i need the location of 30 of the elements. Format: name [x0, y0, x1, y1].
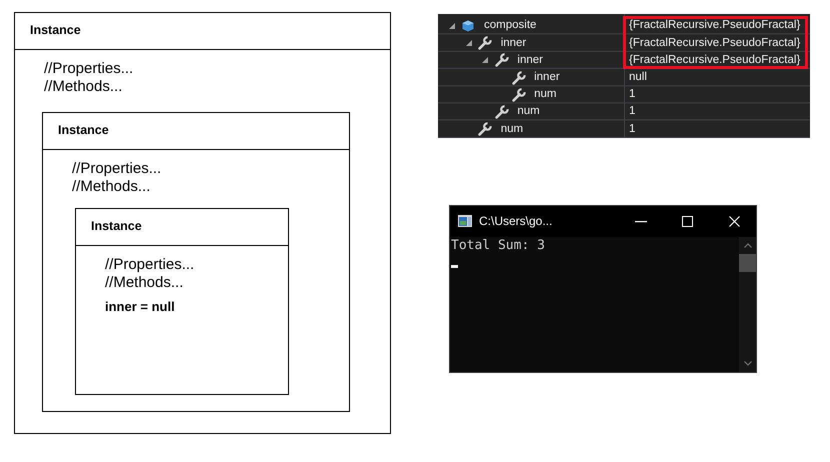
instance-title: Instance	[43, 113, 349, 150]
variable-value: {FractalRecursive.PseudoFractal}	[629, 52, 800, 68]
variable-name: inner	[500, 36, 526, 51]
instance-box	[14, 12, 391, 434]
instance-box	[75, 208, 289, 395]
variable-name: num	[500, 122, 524, 137]
comment-line: //Methods...	[72, 178, 150, 194]
variable-name: composite	[484, 18, 536, 34]
console-window	[449, 205, 757, 373]
variable-name: inner	[517, 52, 543, 68]
console-output: Total Sum: 3	[451, 238, 545, 253]
variable-name: inner	[534, 70, 560, 85]
comment-line: //Methods...	[44, 78, 122, 94]
window-title: C:\Users\go...	[479, 214, 552, 228]
variable-value: 1	[629, 122, 636, 137]
instance-box	[42, 112, 350, 412]
variable-value: 1	[629, 104, 636, 120]
instance-title: Instance	[76, 209, 288, 246]
variable-value: {FractalRecursive.PseudoFractal}	[629, 36, 800, 51]
variable-name: num	[517, 104, 540, 120]
variable-name: num	[534, 87, 556, 102]
comment-line: //Properties...	[72, 160, 162, 177]
comment-line: //Methods...	[105, 274, 184, 290]
instance-title: Instance	[15, 13, 390, 50]
variable-value: 1	[629, 87, 636, 102]
variable-value: {FractalRecursive.PseudoFractal}	[629, 18, 800, 34]
variable-value: null	[629, 70, 647, 85]
field-assignment: inner = null	[105, 298, 175, 314]
comment-line: //Properties...	[44, 60, 134, 77]
comment-line: //Properties...	[105, 256, 194, 273]
